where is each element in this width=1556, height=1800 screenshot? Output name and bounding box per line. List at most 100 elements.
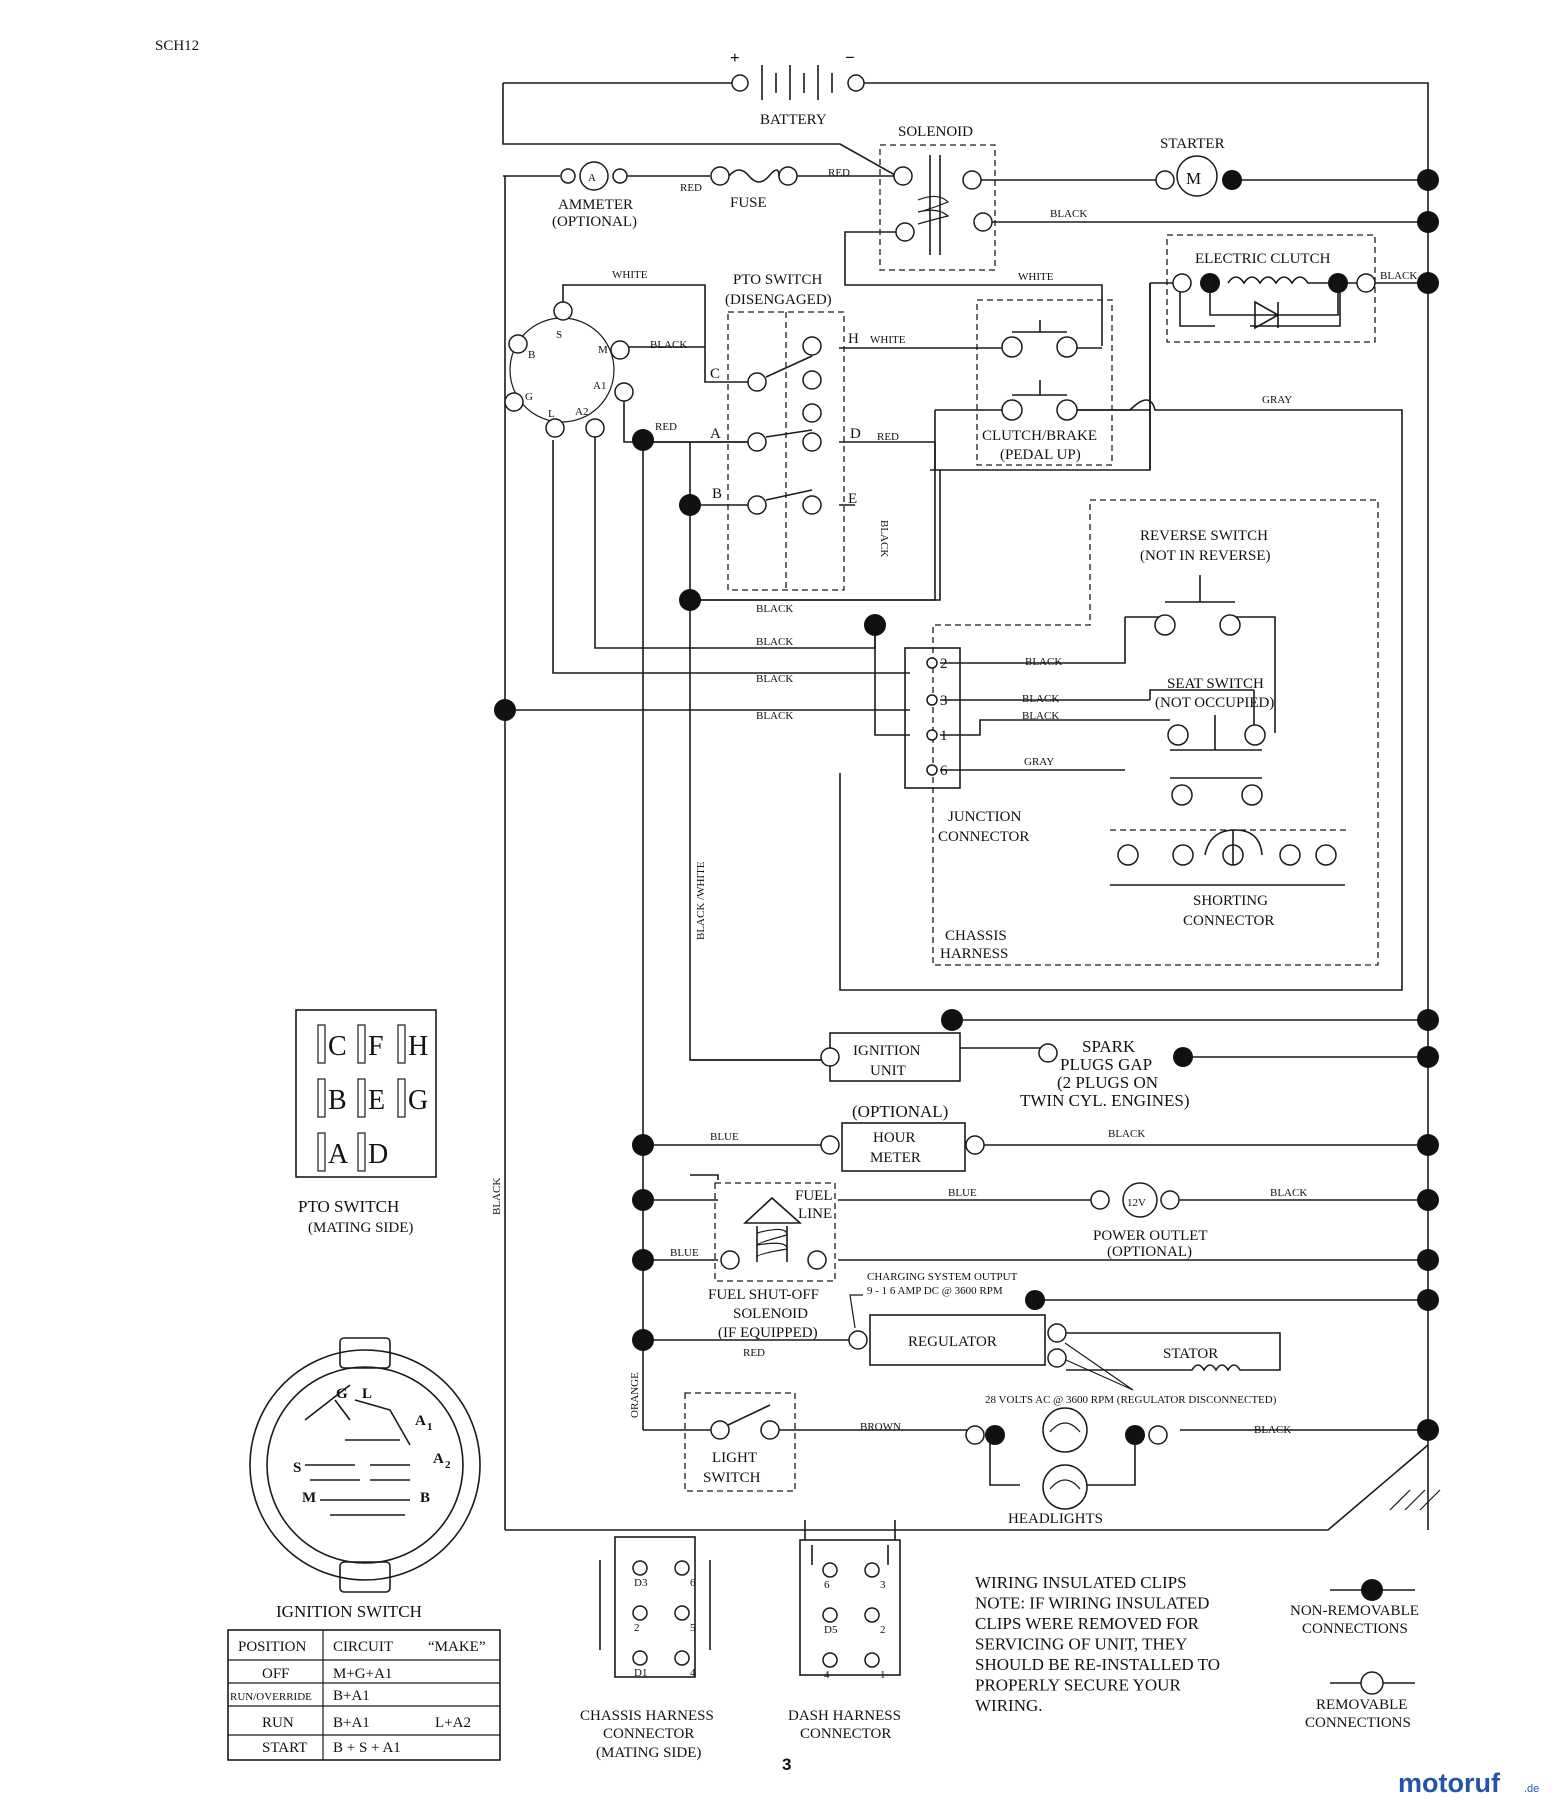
dash-connector-title-2: CONNECTOR: [800, 1726, 891, 1742]
ammeter-symbol: A: [588, 172, 596, 184]
pto-switch: PTO SWITCH (DISENGAGED) C A B H D E: [710, 272, 861, 591]
pto-mating-pin-e: E: [368, 1085, 385, 1116]
wire-black-m: BLACK: [650, 339, 687, 351]
ignition-label-a2-sub: 2: [445, 1459, 451, 1471]
wire-black-vert-pto: BLACK: [878, 520, 890, 557]
hour-meter: (OPTIONAL) HOUR METER: [820, 1102, 985, 1172]
ignition-label-b: B: [420, 1490, 430, 1506]
spark-label-1: SPARK: [1082, 1037, 1136, 1056]
ignition-switch-schematic: S B G L M A1 A2: [504, 301, 634, 438]
wire-black-hour: BLACK: [1108, 1128, 1145, 1140]
brand-suffix: .de: [1524, 1783, 1539, 1795]
hour-meter-label-1: HOUR: [873, 1130, 916, 1146]
chassis-connector-title-2: CONNECTOR: [603, 1726, 694, 1742]
pto-mating-pin-bar: [357, 1024, 366, 1064]
jc-pin-6: 6: [940, 763, 948, 779]
note-line: PROPERLY SECURE YOUR: [975, 1676, 1181, 1695]
pto-mating-pin-bar: [397, 1078, 406, 1118]
spark-plugs: SPARK PLUGS GAP (2 PLUGS ON TWIN CYL. EN…: [1020, 1037, 1193, 1110]
spark-label-3: (2 PLUGS ON: [1057, 1073, 1158, 1092]
pto-mating-pin-bar: [357, 1132, 366, 1172]
dash-pin-hole: [822, 1652, 838, 1668]
fuel-solenoid-label-2: SOLENOID: [733, 1306, 808, 1322]
junction-connector-label-2: CONNECTOR: [938, 829, 1029, 845]
ignition-label-a1-sub: 1: [427, 1421, 433, 1433]
ign-table-cell: B+A1: [333, 1688, 370, 1704]
ignition-switch-title: IGNITION SWITCH: [276, 1602, 422, 1621]
ground-symbol: [1389, 1489, 1441, 1511]
ammeter-label: AMMETER: [558, 197, 633, 213]
chassis-pin-label: 5: [690, 1622, 696, 1634]
wire-blue-3: BLUE: [670, 1247, 699, 1259]
pto-mating-pin-d: D: [368, 1139, 388, 1170]
pto-mating-pin-bar: [357, 1078, 366, 1118]
wire-black-h3: BLACK: [756, 673, 793, 685]
fuel-line-label-2: LINE: [798, 1206, 832, 1222]
wire-labels: RED RED RED RED RED BLACK BLACK BLACK BL…: [491, 167, 1417, 1436]
stator-label: STATOR: [1163, 1346, 1218, 1362]
ign-terminal-a2: A2: [575, 406, 588, 418]
dash-pin-label: 3: [880, 1579, 886, 1591]
reverse-switch-label: REVERSE SWITCH: [1140, 528, 1268, 544]
wire-black-jc2: BLACK: [1025, 656, 1062, 668]
pto-switch-label: PTO SWITCH: [733, 272, 822, 288]
regulator-label: REGULATOR: [908, 1334, 997, 1350]
wire-blue-2: BLUE: [948, 1187, 977, 1199]
wire-white-3: WHITE: [1018, 271, 1054, 283]
ign-table-cell: RUN: [262, 1715, 294, 1731]
dash-pin-label: 4: [824, 1669, 830, 1681]
wire-orange: ORANGE: [629, 1372, 641, 1418]
light-switch-label-1: LIGHT: [712, 1450, 757, 1466]
chassis-pin-label: D3: [634, 1577, 648, 1589]
chassis-pin-hole: [674, 1605, 690, 1621]
charging-label-2: 9 - 1 6 AMP DC @ 3600 RPM: [867, 1285, 1003, 1297]
pto-mating-pin-bar: [317, 1132, 326, 1172]
wire-black-jc3: BLACK: [1022, 693, 1059, 705]
wire-red-5: RED: [743, 1347, 765, 1359]
ignition-label-a1: A: [415, 1413, 426, 1429]
wire-black-head: BLACK: [1254, 1424, 1291, 1436]
pto-terminal-a: A: [710, 426, 721, 442]
charging-label-1: CHARGING SYSTEM OUTPUT: [867, 1271, 1018, 1283]
wire-black-solenoid: BLACK: [1050, 208, 1087, 220]
junction-connector: 2 3 1 6 JUNCTION CONNECTOR: [904, 647, 1029, 845]
ign-table-cell: L+A2: [435, 1715, 471, 1731]
note-line: NOTE: IF WIRING INSULATED: [975, 1594, 1209, 1613]
fuel-line-label-1: FUEL: [795, 1188, 833, 1204]
ignition-label-a2: A: [433, 1451, 444, 1467]
light-switch-label-2: SWITCH: [703, 1470, 761, 1486]
ignition-label-m: M: [302, 1490, 316, 1506]
ign-table-header: POSITION: [238, 1639, 307, 1655]
battery: + − BATTERY: [730, 48, 865, 128]
ammeter: A AMMETER (OPTIONAL): [552, 161, 637, 230]
wire-black-jc1: BLACK: [1022, 710, 1059, 722]
chassis-harness-label-1: CHASSIS: [945, 928, 1007, 944]
junction-connector-label-1: JUNCTION: [948, 809, 1021, 825]
ignition-switch-illustration: G L A 1 A 2 S M B IGNITION SWITCH: [249, 1337, 481, 1621]
pto-mating-pin-bar: [397, 1024, 406, 1064]
fuel-solenoid-label-1: FUEL SHUT-OFF: [708, 1287, 819, 1303]
starter-label: STARTER: [1160, 136, 1225, 152]
ignition-label-s: S: [293, 1460, 301, 1476]
jc-pin-1: 1: [940, 728, 948, 744]
shorting-connector-label-2: CONNECTOR: [1183, 913, 1274, 929]
hour-meter-optional: (OPTIONAL): [852, 1102, 948, 1121]
pto-mating-pin-c: C: [328, 1031, 347, 1062]
note-line: SERVICING OF UNIT, THEY: [975, 1635, 1187, 1654]
ammeter-optional: (OPTIONAL): [552, 214, 637, 230]
ignition-unit: IGNITION UNIT: [820, 1032, 1058, 1082]
ign-table-cell: B+A1: [333, 1715, 370, 1731]
electric-clutch-label: ELECTRIC CLUTCH: [1195, 251, 1331, 267]
wire-red-4: RED: [877, 431, 899, 443]
stator: STATOR 28 VOLTS AC @ 3600 RPM (REGULATOR…: [985, 1332, 1281, 1406]
wire-brown: BROWN: [860, 1421, 901, 1433]
spark-label-2: PLUGS GAP: [1060, 1055, 1152, 1074]
pto-mating-subtitle: (MATING SIDE): [308, 1220, 413, 1236]
clutch-brake-label: CLUTCH/BRAKE: [982, 428, 1097, 444]
